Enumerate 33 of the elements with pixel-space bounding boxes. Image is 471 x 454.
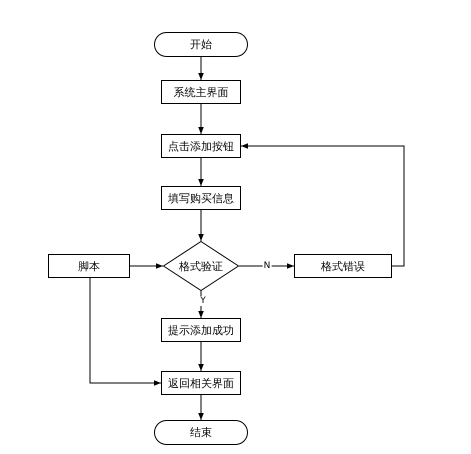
arrow [198, 342, 204, 372]
terminal-box [154, 420, 248, 445]
node-text: 结束 [190, 425, 212, 440]
edge-label: N [262, 261, 272, 271]
node-text: 格式错误 [321, 258, 365, 274]
process-box [161, 371, 241, 395]
node-text: 格式验证 [179, 258, 223, 274]
arrow [198, 290, 204, 318]
node-text: 开始 [190, 37, 212, 52]
node-text: 提示添加成功 [168, 322, 234, 338]
arrow [240, 143, 404, 266]
arrow [130, 263, 164, 269]
arrow [198, 210, 204, 242]
node-text: 系统主界面 [174, 84, 228, 100]
node-text: 脚本 [78, 258, 100, 274]
arrow [238, 263, 294, 269]
node-text: 点击添加按钮 [168, 138, 234, 154]
node-text: 填写购买信息 [168, 190, 234, 206]
arrow [198, 394, 204, 420]
process-box [161, 134, 241, 158]
process-box [294, 254, 392, 278]
arrow [198, 158, 204, 186]
process-box [48, 254, 130, 278]
arrow [198, 104, 204, 134]
process-box [161, 186, 241, 210]
arrow [198, 56, 204, 80]
process-box [161, 318, 241, 342]
node-text: 返回相关界面 [168, 376, 234, 390]
process-box [161, 80, 241, 104]
arrow [90, 278, 162, 386]
terminal-box [154, 32, 248, 57]
edge-label: Y [199, 296, 207, 306]
decision-diamond [163, 241, 239, 291]
